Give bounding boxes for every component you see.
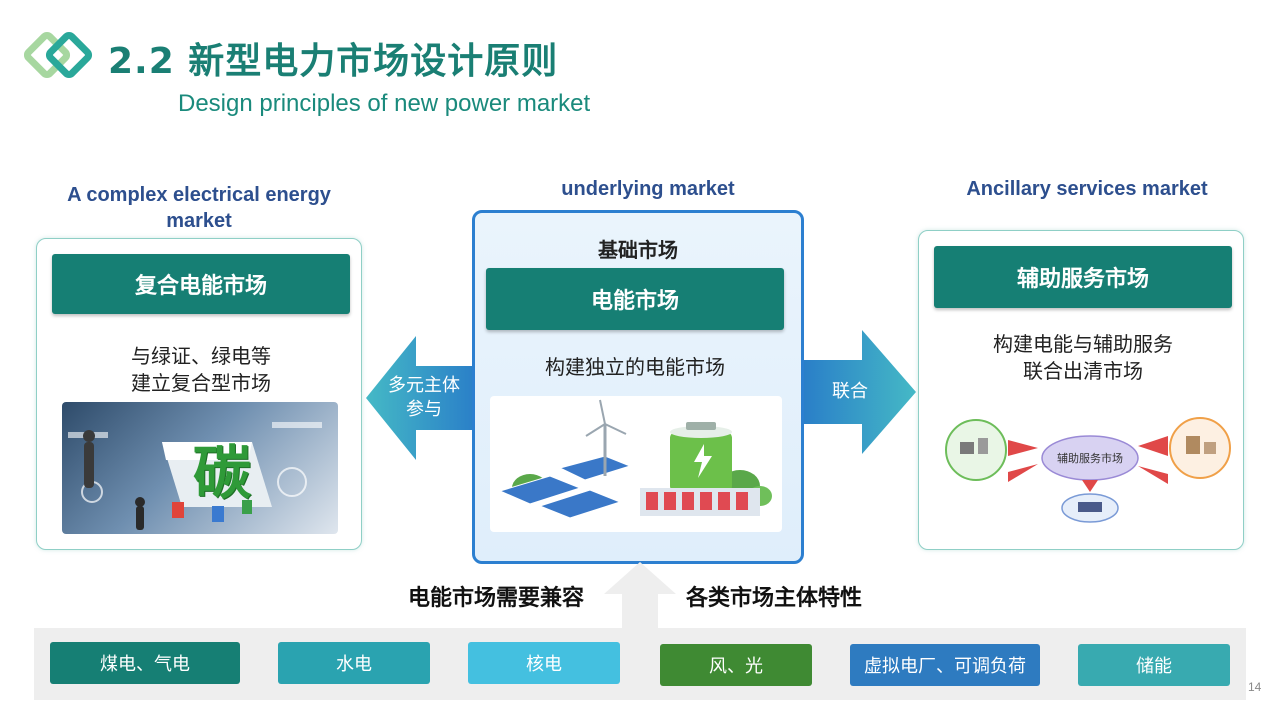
chip-wind-solar: 风、光	[660, 644, 812, 686]
left-column-heading: A complex electrical energy market	[67, 184, 331, 232]
right-arrow-icon	[804, 330, 916, 454]
left-arrow-icon	[366, 336, 476, 460]
chip-coal-gas-label: 煤电、气电	[100, 654, 190, 675]
chip-hydro-label: 水电	[336, 654, 372, 675]
left-description-line1: 与绿证、绿电等	[131, 344, 271, 368]
chip-hydro: 水电	[278, 642, 430, 684]
left-description-line2: 建立复合型市场	[131, 371, 271, 395]
center-column-heading: underlying market	[561, 178, 735, 200]
left-panel-description: 与绿证、绿电等 建立复合型市场	[52, 343, 350, 397]
chip-wind-solar-label: 风、光	[709, 656, 763, 677]
logo-icon	[24, 31, 93, 79]
power-station-image	[490, 396, 782, 532]
center-panel-description: 构建独立的电能市场	[545, 355, 725, 379]
compat-left-text: 电能市场需要兼容	[408, 586, 585, 611]
center-small-title: 基础市场	[598, 238, 678, 262]
chip-nuclear: 核电	[468, 642, 620, 684]
page-title: 2.2 新型电力市场设计原则	[108, 41, 559, 82]
page-subtitle: Design principles of new power market	[178, 90, 591, 117]
right-column-heading: Ancillary services market	[966, 178, 1208, 200]
left-arrow-label-line2: 参与	[406, 399, 442, 420]
compat-right-text: 各类市场主体特性	[686, 586, 863, 611]
ancillary-diagram-center-label: 辅助服务市场	[1057, 452, 1123, 465]
right-description-line1: 构建电能与辅助服务	[993, 332, 1173, 356]
chip-coal-gas: 煤电、气电	[50, 642, 240, 684]
left-arrow-label-line1: 多元主体	[388, 375, 460, 396]
ancillary-diagram-image: 辅助服务市场	[942, 402, 1232, 528]
power-station-illustration	[498, 399, 772, 519]
right-panel-description: 构建电能与辅助服务 联合出清市场	[934, 331, 1232, 385]
left-panel-title-bar: 复合电能市场	[52, 254, 350, 314]
chip-virtual-plant: 虚拟电厂、可调负荷	[850, 644, 1040, 686]
carbon-illustration	[68, 422, 322, 530]
chip-nuclear-label: 核电	[526, 654, 562, 675]
right-panel-title-bar: 辅助服务市场	[934, 246, 1232, 308]
chip-virtual-plant-label: 虚拟电厂、可调负荷	[864, 656, 1026, 677]
right-description-line2: 联合出清市场	[1023, 359, 1143, 383]
right-arrow-label: 联合	[832, 381, 868, 402]
carbon-market-image: 碳	[62, 402, 338, 534]
up-arrow-icon	[604, 562, 676, 630]
center-panel-title-bar: 电能市场	[486, 268, 784, 330]
ancillary-diagram-illustration	[945, 417, 1231, 523]
chip-storage: 储能	[1078, 644, 1230, 686]
carbon-glyph: 碳	[192, 439, 251, 507]
chip-storage-label: 储能	[1136, 656, 1172, 677]
left-arrow-label: 多元主体 参与	[376, 374, 472, 422]
page-number: 14	[1248, 680, 1262, 694]
